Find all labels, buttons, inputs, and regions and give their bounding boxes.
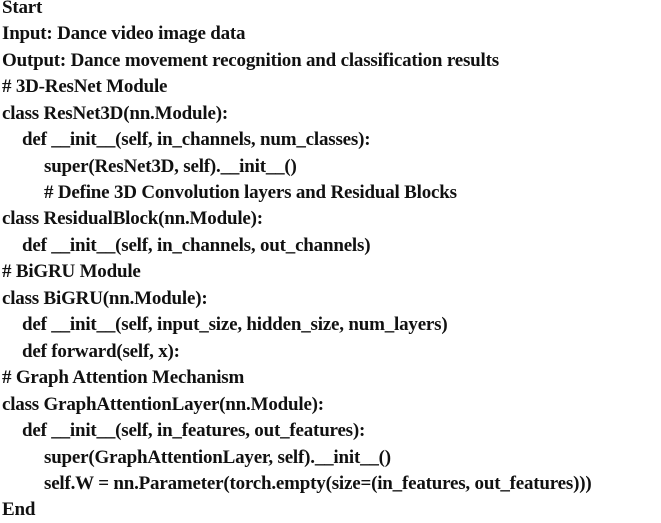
comment-define-layers: # Define 3D Convolution layers and Resid…: [44, 182, 457, 203]
class-residual-block: class ResidualBlock(nn.Module):: [2, 208, 263, 229]
bigru-forward: def forward(self, x):: [22, 341, 180, 362]
class-graph-attention-layer: class GraphAttentionLayer(nn.Module):: [2, 394, 324, 415]
bigru-init: def __init__(self, input_size, hidden_si…: [22, 314, 448, 335]
graph-attention-super-call: super(GraphAttentionLayer, self).__init_…: [44, 447, 391, 468]
line-start: Start: [2, 0, 43, 18]
comment-bigru-module: # BiGRU Module: [2, 261, 141, 282]
class-resnet3d: class ResNet3D(nn.Module):: [2, 103, 228, 124]
resnet3d-init: def __init__(self, in_channels, num_clas…: [22, 129, 371, 150]
graph-attention-init: def __init__(self, in_features, out_feat…: [22, 420, 366, 441]
class-bigru: class BiGRU(nn.Module):: [2, 288, 208, 309]
line-input: Input: Dance video image data: [2, 23, 246, 44]
comment-graph-attention: # Graph Attention Mechanism: [2, 367, 245, 388]
comment-3d-resnet-module: # 3D-ResNet Module: [2, 76, 168, 97]
resnet3d-super-call: super(ResNet3D, self).__init__(): [44, 156, 297, 177]
graph-attention-weight-param: self.W = nn.Parameter(torch.empty(size=(…: [44, 473, 592, 494]
line-output: Output: Dance movement recognition and c…: [2, 50, 499, 71]
line-end: End: [2, 499, 36, 520]
residual-block-init: def __init__(self, in_channels, out_chan…: [22, 235, 371, 256]
